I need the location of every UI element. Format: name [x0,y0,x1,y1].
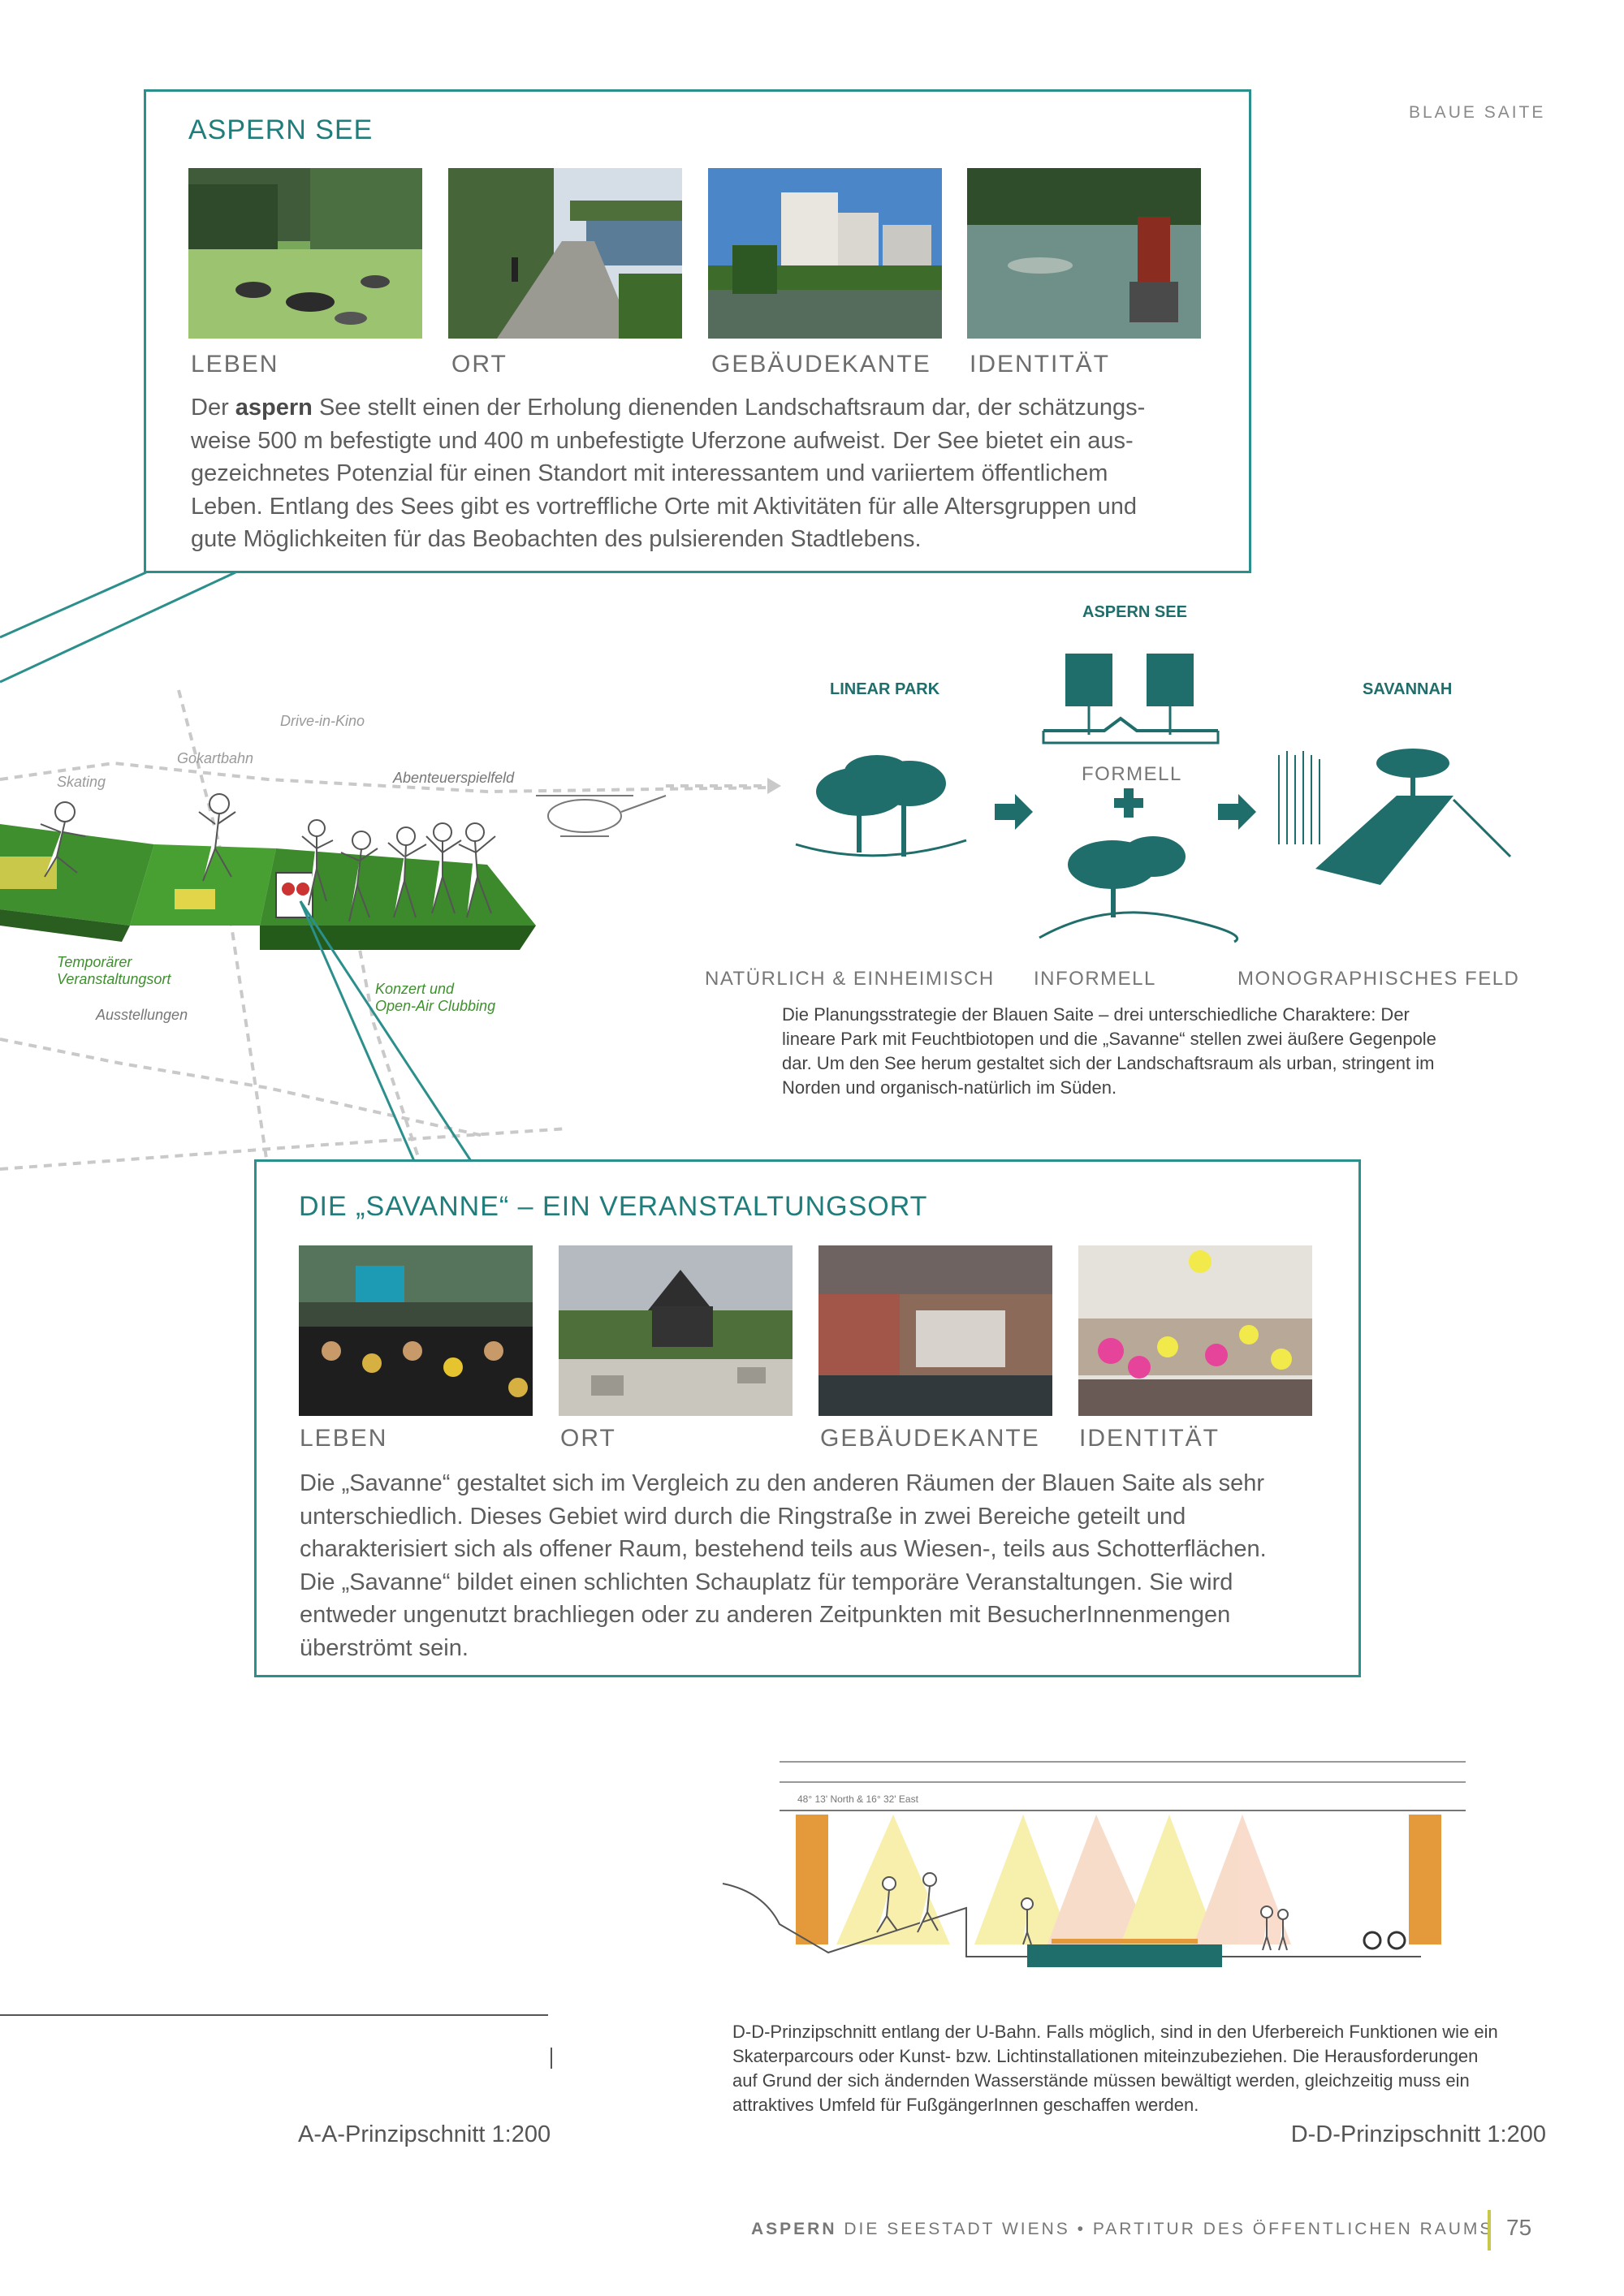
photo-ort-square [559,1245,793,1416]
photo-gebaeudekante-towers [708,168,942,339]
strategy-label-monographisch: MONOGRAPHISCHES FELD [1237,968,1520,990]
section-dd-drawing [722,1761,1466,1967]
footer-brand: ASPERN [751,2220,837,2238]
photo-ort-path [448,168,682,339]
strategy-label-aspern-see: ASPERN SEE [1082,603,1187,621]
savanne-sketch [0,689,781,1171]
section-dd-caption: D-D-Prinzipschnitt entlang der U-Bahn. F… [732,2022,1498,2115]
sketch-label-skating: Skating [57,774,106,790]
photo-leben-park [188,168,422,339]
sketch-label-abenteuer: Abenteuerspielfeld [393,770,515,786]
callout-title: ASPERN SEE [188,114,374,145]
caption-ort: ORT [451,351,508,378]
strategy-label-formell: FORMELL [1082,763,1182,785]
caption-ort: ORT [560,1425,616,1452]
photo-identitaet-balloons [1078,1245,1312,1416]
caption-leben: LEBEN [191,351,279,378]
callout-top-paragraph: Der aspern See stellt einen der Erholung… [191,395,1146,552]
sketch-label-konzert: Konzert und Open-Air Clubbing [375,981,496,1014]
callout-connector-mid [299,900,473,1162]
strategy-label-natuerlich: NATÜRLICH & EINHEIMISCH [705,968,995,990]
sketch-label-temporaer: Temporärer Veranstaltungsort [57,954,171,987]
sketch-label-gokart: Gokartbahn [177,750,254,766]
strategy-label-savannah: SAVANNAH [1363,680,1453,698]
page-number: 75 [1506,2215,1532,2240]
caption-gebaeudekante: GEBÄUDEKANTE [711,351,931,378]
caption-leben: LEBEN [300,1425,388,1452]
callout-title: DIE „SAVANNE“ – EIN VERANSTALTUNGSORT [299,1191,928,1222]
section-aa-line [0,2014,548,2016]
section-label: BLAUE SAITE [1409,103,1546,122]
section-aa-tick [551,2048,552,2069]
section-dd-coordinates: 48° 13' North & 16° 32' East [797,1793,918,1805]
sketch-label-drive-in: Drive-in-Kino [280,713,365,729]
caption-gebaeudekante: GEBÄUDEKANTE [820,1425,1040,1452]
strategy-diagram [795,654,1512,943]
caption-identitaet: IDENTITÄT [970,351,1110,378]
section-aa-label: A-A-Prinzipschnitt 1:200 [298,2121,551,2147]
strategy-label-linear-park: LINEAR PARK [830,680,940,698]
strategy-caption: Die Planungsstrategie der Blauen Saite –… [782,1004,1436,1098]
strategy-label-informell: INFORMELL [1034,968,1156,990]
photo-identitaet-pond [967,168,1201,339]
sketch-label-ausstellungen: Ausstellungen [96,1007,188,1023]
footer-title: ASPERN DIE SEESTADT WIENS • PARTITUR DES… [751,2220,1494,2238]
photo-gebaeudekante-interior [818,1245,1052,1416]
callout-mid-paragraph: Die „Savanne“ gestaltet sich im Vergleic… [300,1470,1267,1661]
section-dd-label: D-D-Prinzipschnitt 1:200 [1290,2121,1546,2147]
callout-connector-top [0,571,236,684]
footer-divider [1488,2210,1491,2251]
photo-leben-crowd [299,1245,533,1416]
caption-identitaet: IDENTITÄT [1079,1425,1220,1452]
